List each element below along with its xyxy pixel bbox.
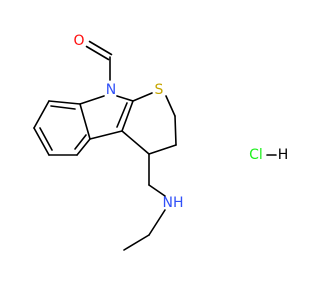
atom-sulfur: S xyxy=(155,82,164,98)
structure-svg: O N S NH Cl H xyxy=(33,33,288,251)
bond-nh-ch2 xyxy=(148,209,166,236)
bond-c7-c6 xyxy=(33,127,50,156)
bond-c8-c8-inner xyxy=(50,105,76,110)
bond-ch2-c4 xyxy=(148,144,177,155)
bond-c4-c3 xyxy=(121,130,150,155)
bond-formyl-co-a xyxy=(88,40,113,56)
bond-s-ch2 xyxy=(165,95,176,117)
bond-formyl-co-b xyxy=(85,45,110,61)
bond-n-c2 xyxy=(116,95,134,102)
bond-c8a-c8 xyxy=(48,100,81,105)
bond-ch2-nh xyxy=(148,184,166,197)
bond-c5-c3a xyxy=(76,138,91,156)
atom-hydrogen: H xyxy=(278,147,289,163)
atom-chlorine: Cl xyxy=(249,147,263,163)
atom-oxygen: O xyxy=(73,33,84,49)
bond-ch2-ch3 xyxy=(123,234,150,251)
bond-group xyxy=(33,40,277,251)
bond-c5-c3a-inner xyxy=(74,134,87,150)
bond-c3-c3a xyxy=(89,130,123,140)
atom-amine: NH xyxy=(163,195,184,211)
atom-ring-nitrogen: N xyxy=(106,82,116,98)
atom-labels: O N S NH Cl H xyxy=(73,33,288,211)
bond-c2-c3-inner xyxy=(116,102,128,128)
bond-c2-s xyxy=(132,92,153,102)
bond-c8a-c3a xyxy=(79,103,91,140)
bond-c8-c7 xyxy=(33,100,50,129)
bond-ch2-ch2 xyxy=(174,115,177,146)
bond-c6-c6-inner xyxy=(39,127,53,151)
molecule-diagram: O N S NH Cl H xyxy=(33,33,288,251)
bond-n-c8a xyxy=(79,95,105,105)
bond-c2-c3 xyxy=(121,100,134,132)
